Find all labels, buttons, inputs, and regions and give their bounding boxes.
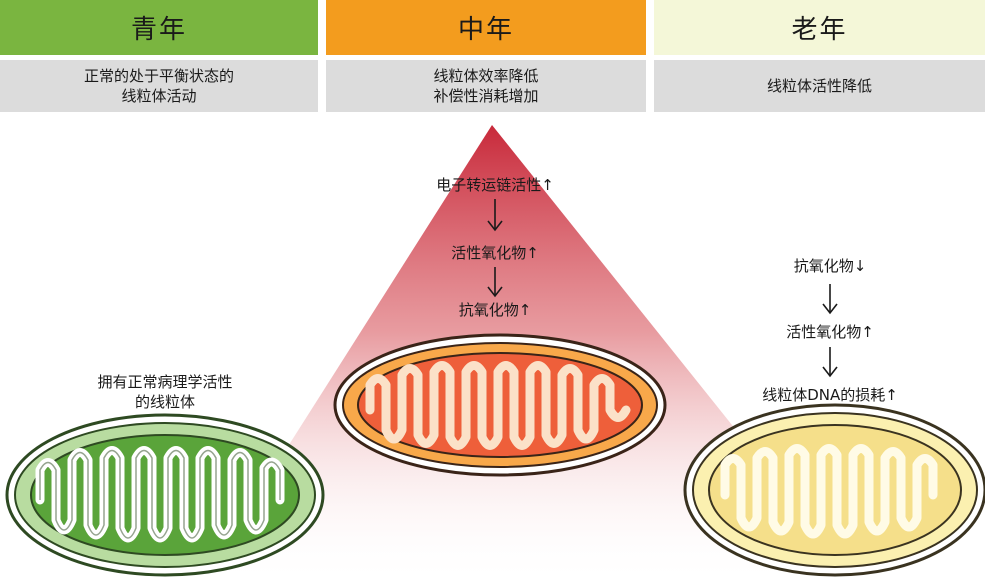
down-arrow-icon: [487, 199, 503, 232]
middle-chain-step-1: 电子转运链活性↑: [436, 176, 554, 194]
old-chain-step-3: 线粒体DNA的损耗↑: [762, 386, 898, 404]
down-arrow-icon: [822, 347, 838, 378]
subtitle-youth-line: 线粒体活动: [121, 87, 197, 105]
old-mitochondrion: [683, 403, 985, 577]
down-arrow-icon: [822, 284, 838, 315]
subtitle-old-line: 线粒体活性降低: [766, 77, 872, 95]
subtitle-youth: 正常的处于平衡状态的 线粒体活动: [0, 60, 318, 112]
young-caption: 拥有正常病理学活性 的线粒体: [70, 372, 260, 412]
header-old-age: 老年: [654, 0, 985, 55]
old-chain-step-1: 抗氧化物↓: [793, 257, 867, 275]
subtitle-youth-line: 正常的处于平衡状态的: [83, 67, 234, 85]
subtitle-middle-age: 线粒体效率降低 补偿性消耗增加: [326, 60, 646, 112]
old-chain-step-2: 活性氧化物↑: [786, 323, 874, 341]
header-middle-age-title: 中年: [457, 15, 514, 45]
young-caption-line: 的线粒体: [134, 393, 195, 411]
middle-mitochondrion: [333, 333, 667, 477]
header-youth-title: 青年: [130, 15, 187, 45]
middle-chain-step-2: 活性氧化物↑: [451, 244, 539, 262]
header-youth: 青年: [0, 0, 318, 55]
subtitle-middle-line: 线粒体效率降低: [433, 67, 539, 85]
young-mitochondrion: [5, 413, 325, 577]
young-caption-line: 拥有正常病理学活性: [97, 373, 233, 391]
subtitle-middle-line: 补偿性消耗增加: [433, 87, 539, 105]
header-middle-age: 中年: [326, 0, 646, 55]
down-arrow-icon: [487, 267, 503, 298]
middle-chain-step-3: 抗氧化物↑: [458, 301, 532, 319]
header-old-age-title: 老年: [791, 15, 848, 45]
subtitle-old-age: 线粒体活性降低: [654, 60, 985, 112]
